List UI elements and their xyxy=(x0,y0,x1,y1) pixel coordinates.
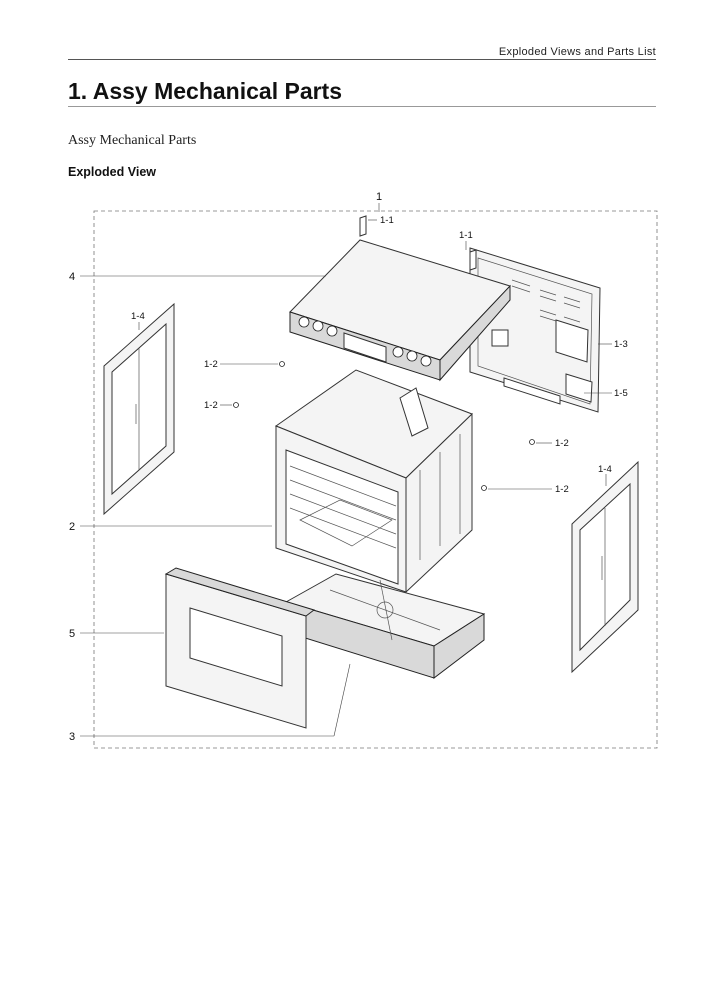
callout-assembly: 1 xyxy=(376,191,382,203)
callout-side-left: 1-4 xyxy=(131,311,145,322)
callout-cover-back: 1-5 xyxy=(614,388,628,399)
drawer-part xyxy=(284,573,486,680)
callout-hinge-left: 1-1 xyxy=(380,215,394,226)
exploded-view-heading: Exploded View xyxy=(68,165,156,179)
callout-cavity: 2 xyxy=(69,521,75,533)
screws-group xyxy=(233,361,535,491)
callout-control-panel: 4 xyxy=(69,271,75,283)
header-rule xyxy=(68,59,656,60)
callout-drawer: 3 xyxy=(69,731,75,743)
title-rule xyxy=(68,106,656,107)
callout-screw-b: 1-2 xyxy=(204,400,218,411)
callout-back-panel: 1-3 xyxy=(614,339,628,350)
running-header: Exploded Views and Parts List xyxy=(498,46,656,58)
callout-side-right: 1-4 xyxy=(598,464,612,475)
control-panel-part xyxy=(289,215,511,382)
section-title: 1. Assy Mechanical Parts xyxy=(68,78,343,104)
callout-screw-a: 1-2 xyxy=(204,359,218,370)
door-part xyxy=(164,567,316,729)
callout-screw-c: 1-2 xyxy=(555,438,569,449)
side-panel-right-part xyxy=(571,460,639,674)
callout-hinge-right: 1-1 xyxy=(459,230,473,241)
oven-cavity-part xyxy=(274,369,473,594)
intro-text: Assy Mechanical Parts xyxy=(68,133,197,148)
leader-lines xyxy=(80,203,612,737)
callout-door: 5 xyxy=(69,628,75,640)
diagram-frame xyxy=(93,210,658,749)
callout-screw-d: 1-2 xyxy=(555,484,569,495)
back-panel-part xyxy=(469,247,601,413)
side-panel-left-part xyxy=(103,302,175,516)
